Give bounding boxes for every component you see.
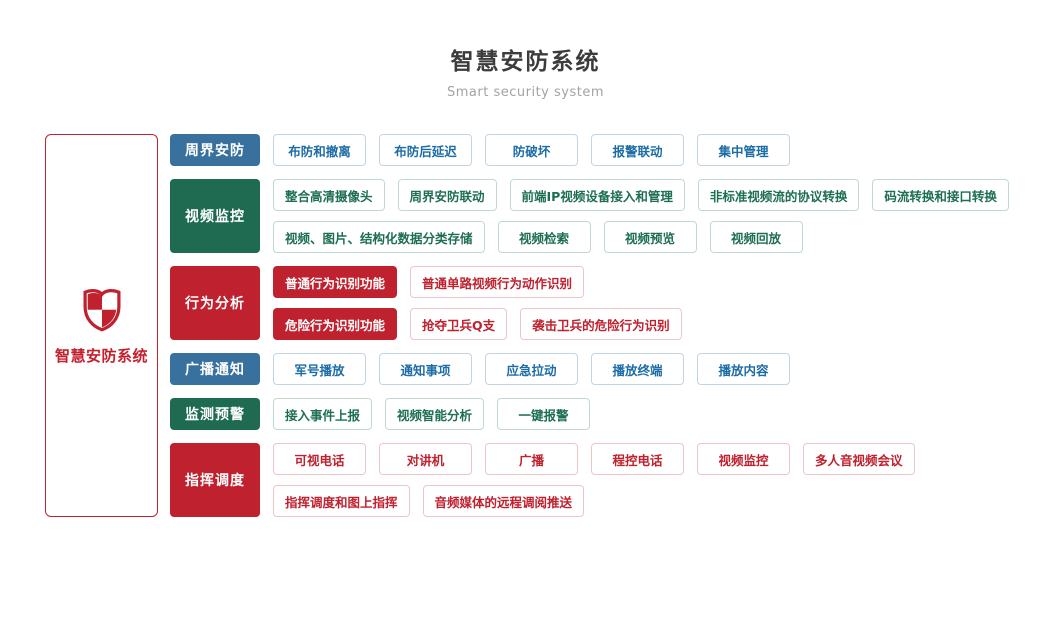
feature-item: 码流转换和接口转换 — [872, 179, 1009, 211]
item-row: 视频、图片、结构化数据分类存储视频检索视频预览视频回放 — [273, 221, 1009, 253]
group-command-dispatch: 指挥调度可视电话对讲机广播程控电话视频监控多人音视频会议指挥调度和图上指挥音频媒… — [170, 443, 1009, 517]
feature-item: 应急拉动 — [485, 353, 578, 385]
item-row: 整合高清摄像头周界安防联动前端IP视频设备接入和管理非标准视频流的协议转换码流转… — [273, 179, 1009, 211]
page-subtitle: Smart security system — [447, 85, 604, 100]
category-command-dispatch: 指挥调度 — [170, 443, 260, 517]
category-broadcast-notice: 广播通知 — [170, 353, 260, 385]
feature-item: 周界安防联动 — [397, 179, 497, 211]
feature-item: 视频预览 — [603, 221, 697, 253]
groups: 周界安防布防和撤离布防后延迟防破坏报警联动集中管理视频监控整合高清摄像头周界安防… — [170, 134, 1009, 517]
feature-item: 危险行为识别功能 — [273, 308, 398, 340]
feature-item: 播放终端 — [591, 353, 684, 385]
feature-item: 报警联动 — [591, 134, 684, 166]
group-rows: 普通行为识别功能普通单路视频行为动作识别危险行为识别功能抢夺卫兵Q支袭击卫兵的危… — [273, 266, 682, 340]
feature-item: 视频检索 — [497, 221, 591, 253]
feature-item: 布防后延迟 — [379, 134, 472, 166]
feature-item: 普通单路视频行为动作识别 — [410, 266, 585, 298]
root-system-label: 智慧安防系统 — [54, 346, 148, 365]
item-row: 指挥调度和图上指挥音频媒体的远程调阅推送 — [273, 485, 915, 517]
group-video-surveillance: 视频监控整合高清摄像头周界安防联动前端IP视频设备接入和管理非标准视频流的协议转… — [170, 179, 1009, 253]
item-row: 可视电话对讲机广播程控电话视频监控多人音视频会议 — [273, 443, 915, 475]
page-header: 智慧安防系统 Smart security system — [0, 0, 1051, 100]
group-monitor-warning: 监测预警接入事件上报视频智能分析一键报警 — [170, 398, 1009, 430]
category-monitor-warning: 监测预警 — [170, 398, 260, 430]
item-row: 普通行为识别功能普通单路视频行为动作识别 — [273, 266, 682, 298]
group-rows: 接入事件上报视频智能分析一键报警 — [273, 398, 591, 430]
feature-item: 视频监控 — [697, 443, 790, 475]
system-diagram: 智慧安防系统 周界安防布防和撤离布防后延迟防破坏报警联动集中管理视频监控整合高清… — [45, 134, 1051, 517]
feature-item: 军号播放 — [273, 353, 366, 385]
feature-item: 音频媒体的远程调阅推送 — [422, 485, 585, 517]
group-broadcast-notice: 广播通知军号播放通知事项应急拉动播放终端播放内容 — [170, 353, 1009, 385]
item-row: 布防和撤离布防后延迟防破坏报警联动集中管理 — [273, 134, 790, 166]
feature-item: 指挥调度和图上指挥 — [273, 485, 410, 517]
group-perimeter-security: 周界安防布防和撤离布防后延迟防破坏报警联动集中管理 — [170, 134, 1009, 166]
item-row: 接入事件上报视频智能分析一键报警 — [273, 398, 591, 430]
group-behavior-analysis: 行为分析普通行为识别功能普通单路视频行为动作识别危险行为识别功能抢夺卫兵Q支袭击… — [170, 266, 1009, 340]
group-rows: 军号播放通知事项应急拉动播放终端播放内容 — [273, 353, 790, 385]
category-video-surveillance: 视频监控 — [170, 179, 260, 253]
feature-item: 前端IP视频设备接入和管理 — [509, 179, 685, 211]
feature-item: 播放内容 — [697, 353, 790, 385]
feature-item: 视频、图片、结构化数据分类存储 — [273, 221, 485, 253]
feature-item: 可视电话 — [273, 443, 366, 475]
feature-item: 普通行为识别功能 — [273, 266, 398, 298]
item-row: 军号播放通知事项应急拉动播放终端播放内容 — [273, 353, 790, 385]
feature-item: 整合高清摄像头 — [273, 179, 385, 211]
group-rows: 可视电话对讲机广播程控电话视频监控多人音视频会议指挥调度和图上指挥音频媒体的远程… — [273, 443, 915, 517]
feature-item: 广播 — [485, 443, 578, 475]
feature-item: 抢夺卫兵Q支 — [410, 308, 508, 340]
feature-item: 接入事件上报 — [273, 398, 373, 430]
feature-item: 通知事项 — [379, 353, 472, 385]
feature-item: 集中管理 — [697, 134, 790, 166]
feature-item: 程控电话 — [591, 443, 684, 475]
item-row: 危险行为识别功能抢夺卫兵Q支袭击卫兵的危险行为识别 — [273, 308, 682, 340]
feature-item: 非标准视频流的协议转换 — [697, 179, 860, 211]
shield-check-icon — [82, 288, 121, 331]
feature-item: 布防和撤离 — [273, 134, 366, 166]
group-rows: 布防和撤离布防后延迟防破坏报警联动集中管理 — [273, 134, 790, 166]
feature-item: 袭击卫兵的危险行为识别 — [520, 308, 682, 340]
feature-item: 多人音视频会议 — [803, 443, 915, 475]
category-behavior-analysis: 行为分析 — [170, 266, 260, 340]
feature-item: 视频智能分析 — [385, 398, 485, 430]
feature-item: 一键报警 — [497, 398, 591, 430]
root-system-box: 智慧安防系统 — [45, 134, 158, 517]
page-title: 智慧安防系统 — [450, 49, 601, 75]
group-rows: 整合高清摄像头周界安防联动前端IP视频设备接入和管理非标准视频流的协议转换码流转… — [273, 179, 1009, 253]
feature-item: 对讲机 — [379, 443, 472, 475]
feature-item: 视频回放 — [709, 221, 803, 253]
feature-item: 防破坏 — [485, 134, 578, 166]
category-perimeter-security: 周界安防 — [170, 134, 260, 166]
